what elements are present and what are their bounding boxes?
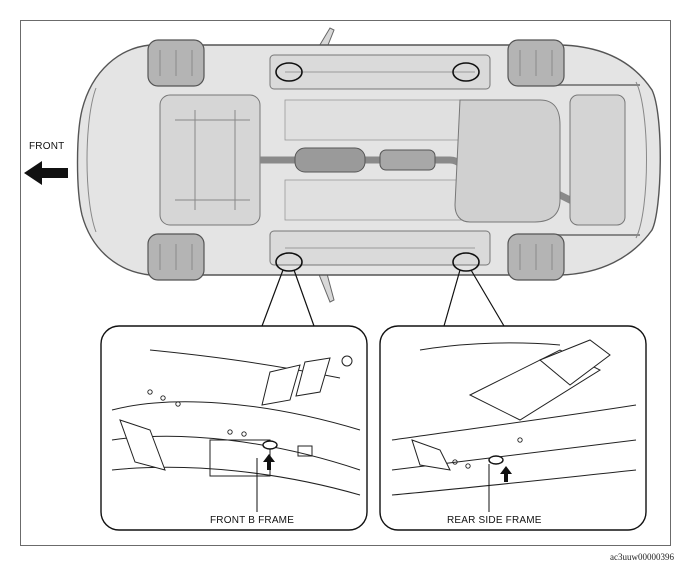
rear-side-frame-label: REAR SIDE FRAME [447,515,542,526]
front-b-frame-label: FRONT B FRAME [210,515,295,526]
rear-subframe [569,94,626,226]
sill-details [285,71,475,249]
rear-contour [635,81,647,239]
lift-point-rear-left [452,62,480,82]
front-label: FRONT [29,141,65,152]
rear-callout-leader [443,269,505,327]
catalytic-converter [294,147,366,173]
front-subframe [159,94,261,226]
reference-code: ac3uuw00000396 [610,552,674,562]
lift-point-front-right [275,252,303,272]
floor-panel-left [284,99,466,141]
front-bumper-contour [86,87,97,233]
left-arrow-icon [24,161,68,185]
muffler [379,149,436,171]
front-b-frame-detail [100,325,368,531]
lift-point-rear-right [452,252,480,272]
up-arrow-icon [500,466,512,482]
lift-point-front-left [275,62,303,82]
rear-side-frame-hole [488,455,504,465]
rear-side-frame-detail [379,325,647,531]
floor-panel-right [284,179,466,221]
up-arrow-icon [263,454,275,470]
front-callout-leader [261,269,315,327]
fuel-tank [454,99,561,223]
front-crossmember [175,110,250,210]
tire-treads [159,50,553,270]
car-underbody [76,27,661,303]
front-b-frame-hole [262,440,278,450]
